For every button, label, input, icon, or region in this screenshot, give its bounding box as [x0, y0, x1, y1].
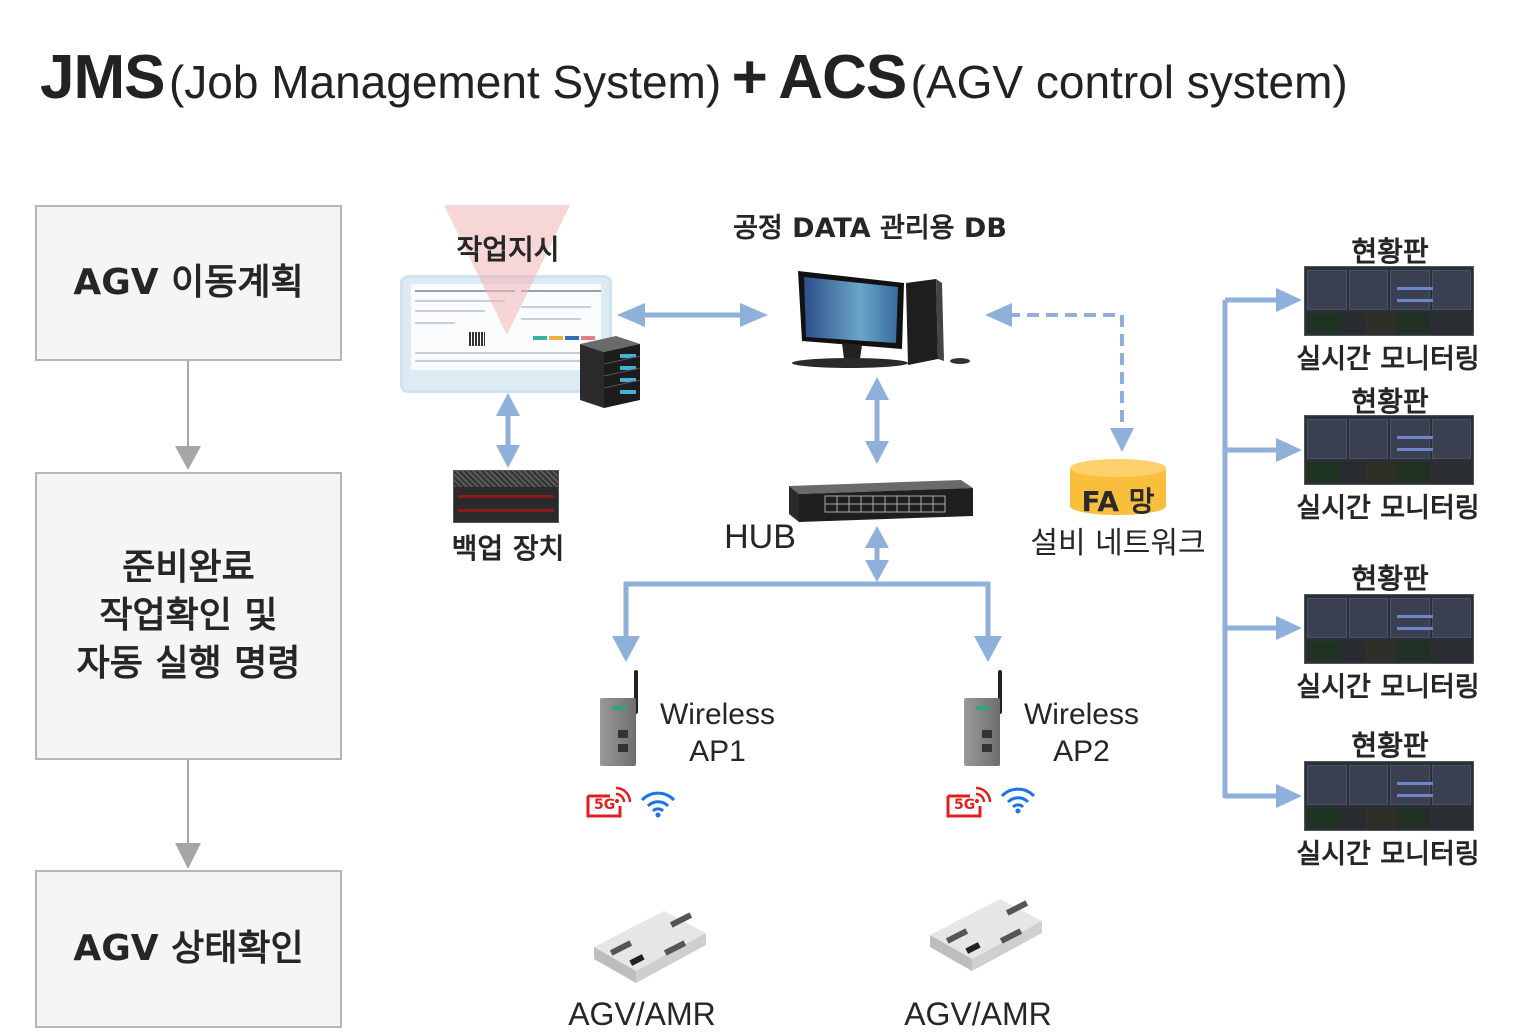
title-jms: JMS	[40, 43, 165, 112]
dashboard-caption: 실시간 모니터링	[1296, 839, 1480, 870]
connector-db-hub	[865, 377, 889, 464]
flow-step-label: 작업확인 및	[99, 595, 278, 636]
connector-dashboards	[1222, 288, 1302, 808]
fa-network-label: FA 망	[1081, 485, 1155, 518]
5g-signal-icon: 5G	[946, 784, 992, 818]
ap2-label-line2: AP2	[1053, 735, 1110, 768]
connector-fa-db	[985, 303, 1134, 452]
wireless-ap1-icon	[600, 670, 650, 770]
dashboard-title: 현황판	[1351, 385, 1429, 418]
fa-network-database-icon	[1070, 459, 1166, 515]
db-label: 공정 DATA 관리용 DB	[733, 213, 1007, 244]
dashboard-caption: 실시간 모니터링	[1296, 672, 1480, 703]
title-acs-full: (AGV control system)	[910, 56, 1348, 108]
agv1-label: AGV/AMR	[568, 996, 716, 1032]
flow-step-label: 준비완료	[122, 547, 255, 588]
connector-hub-aps	[612, 526, 1002, 662]
dashboard-screen-icon	[1304, 266, 1474, 336]
5g-badge-text: 5G	[594, 797, 616, 813]
backup-device-icon	[453, 470, 559, 523]
flow-step-move-plan: AGV 이동계획	[35, 205, 342, 361]
title-acs: ACS	[778, 43, 907, 112]
flow-step-label: AGV 상태확인	[73, 928, 304, 969]
db-computer-icon	[792, 271, 970, 368]
wifi-icon	[1000, 786, 1036, 818]
5g-badge-text: 5G	[954, 797, 976, 813]
agv2-label: AGV/AMR	[904, 996, 1052, 1032]
ap1-label-line1: Wireless	[659, 698, 775, 731]
dashboard-title: 현황판	[1351, 729, 1429, 762]
work-order-label: 작업지시	[456, 233, 560, 266]
5g-signal-icon: 5G	[586, 784, 632, 818]
flow-step-status-check: AGV 상태확인	[35, 870, 342, 1028]
dashboard-screen-icon	[1304, 415, 1474, 485]
ap2-label-line1: Wireless	[1023, 698, 1139, 731]
flow-step-ready-confirm: 준비완료 작업확인 및 자동 실행 명령	[35, 472, 342, 760]
title-jms-full: (Job Management System)	[168, 56, 722, 108]
connector-jms-db	[617, 303, 768, 327]
hub-label: HUB	[724, 518, 796, 556]
connector-jms-backup	[496, 393, 520, 468]
page-title: JMS (Job Management System) + ACS (AGV c…	[40, 42, 1348, 113]
work-order-triangle-icon	[444, 205, 570, 335]
dashboard-screen-icon	[1304, 594, 1474, 664]
fa-network-sublabel: 설비 네트워크	[1030, 526, 1206, 561]
agv-robot-icon	[594, 911, 706, 983]
server-tower-icon	[580, 336, 641, 408]
dashboard-caption: 실시간 모니터링	[1296, 493, 1480, 524]
flow-step-label: 자동 실행 명령	[76, 643, 301, 684]
network-hub-icon	[789, 480, 973, 522]
backup-label: 백업 장치	[451, 532, 565, 565]
dashboard-title: 현황판	[1351, 562, 1429, 595]
agv-robot-icon	[930, 899, 1042, 971]
wifi-icon	[640, 790, 676, 822]
flow-arrow-2	[175, 758, 201, 869]
flow-arrow-1	[175, 360, 201, 470]
dashboard-screen-icon	[1304, 761, 1474, 831]
dashboard-caption: 실시간 모니터링	[1296, 344, 1480, 375]
dashboard-title: 현황판	[1351, 235, 1429, 268]
ap1-label-line2: AP1	[689, 735, 746, 768]
title-plus: +	[731, 43, 768, 112]
flow-step-label: AGV 이동계획	[73, 262, 304, 303]
wireless-ap2-icon	[964, 670, 1014, 770]
